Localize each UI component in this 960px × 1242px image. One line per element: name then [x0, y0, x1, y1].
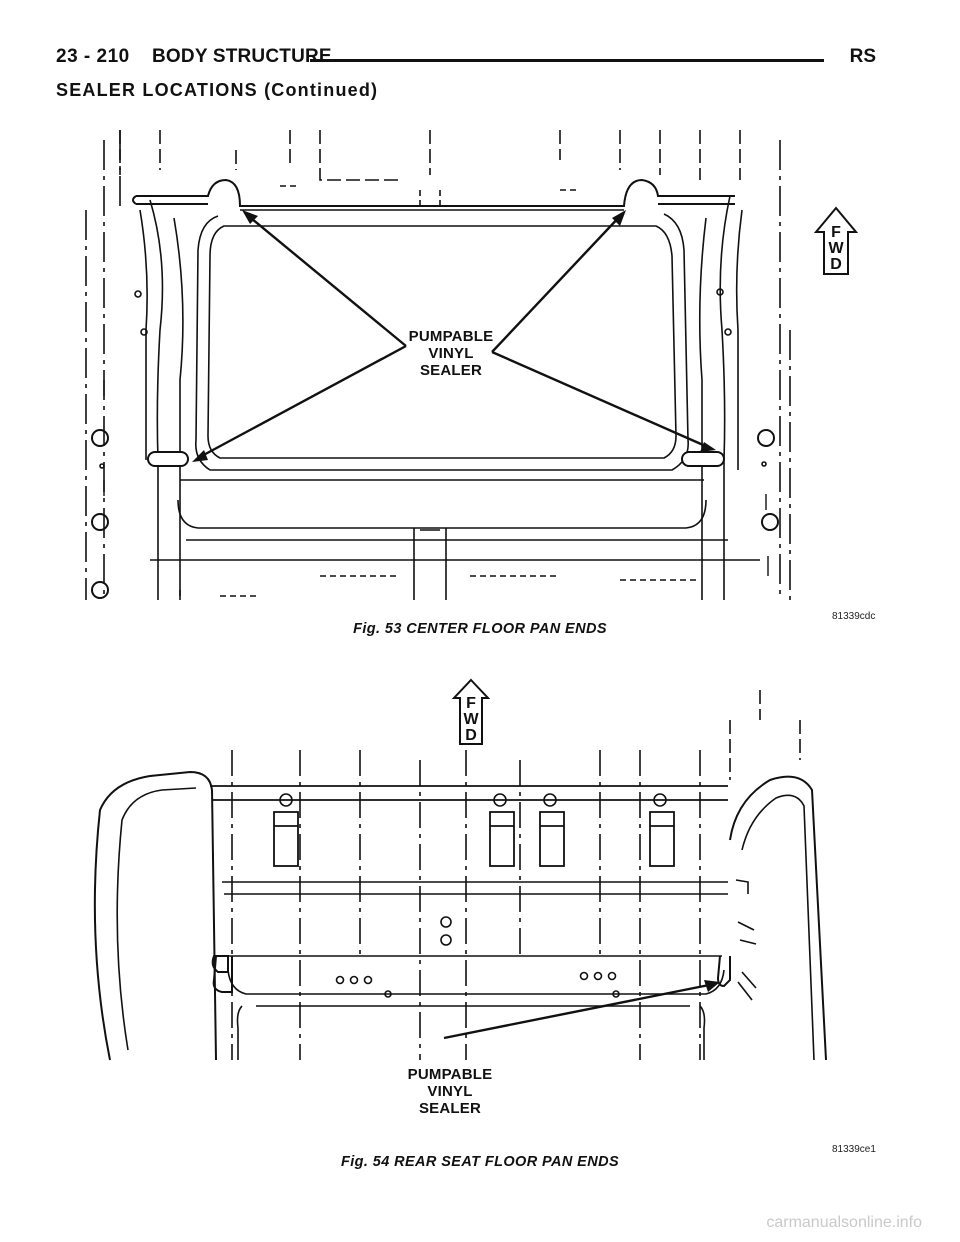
callout-line-2: VINYL: [428, 345, 474, 362]
figure-53: PUMPABLE VINYL SEALER F W D 81339cdc Fig…: [85, 130, 876, 637]
fwd-letter-2: W: [828, 240, 844, 257]
figure-code: 81339cdc: [832, 611, 876, 622]
callout-line-3: SEALER: [418, 1100, 482, 1117]
figure-54: F W D PUMPABLE VINYL SEALER 81339ce1 Fig…: [0, 660, 960, 1180]
fwd-letter-3: D: [465, 727, 477, 744]
model-code: RS: [849, 46, 876, 67]
watermark: carmanualsonline.info: [766, 1214, 922, 1231]
header-rule: [310, 59, 824, 62]
figure-code: 81339ce1: [832, 1144, 876, 1155]
figure-caption: Fig. 53 CENTER FLOOR PAN ENDS: [353, 621, 607, 637]
page-header: 23 - 210 BODY STRUCTURE RS: [56, 46, 876, 76]
callout-line-1: PUMPABLE: [408, 328, 494, 345]
fwd-letter-2: W: [463, 711, 479, 728]
callout-line-2: VINYL: [427, 1083, 473, 1100]
fwd-letter-3: D: [830, 256, 842, 273]
fwd-letter-1: F: [466, 695, 476, 712]
section-heading: SEALER LOCATIONS (Continued): [56, 80, 379, 100]
fwd-letter-1: F: [831, 224, 841, 241]
callout-line-1: PUMPABLE: [407, 1066, 493, 1083]
figure-54-drawing: [93, 678, 827, 1061]
page-number: 23 - 210: [56, 46, 130, 67]
fwd-arrow-fig53: F W D: [826, 225, 846, 273]
figure-53-drawing: [85, 130, 859, 600]
figure-caption: Fig. 54 REAR SEAT FLOOR PAN ENDS: [340, 1154, 620, 1170]
sealer-callout-fig54: PUMPABLE VINYL SEALER: [390, 1066, 510, 1117]
fwd-label-fig54: F W D: [461, 696, 481, 744]
callout-line-3: SEALER: [419, 362, 483, 379]
section-title: BODY STRUCTURE: [152, 46, 332, 67]
sealer-callout-fig53: PUMPABLE VINYL SEALER: [396, 328, 506, 379]
